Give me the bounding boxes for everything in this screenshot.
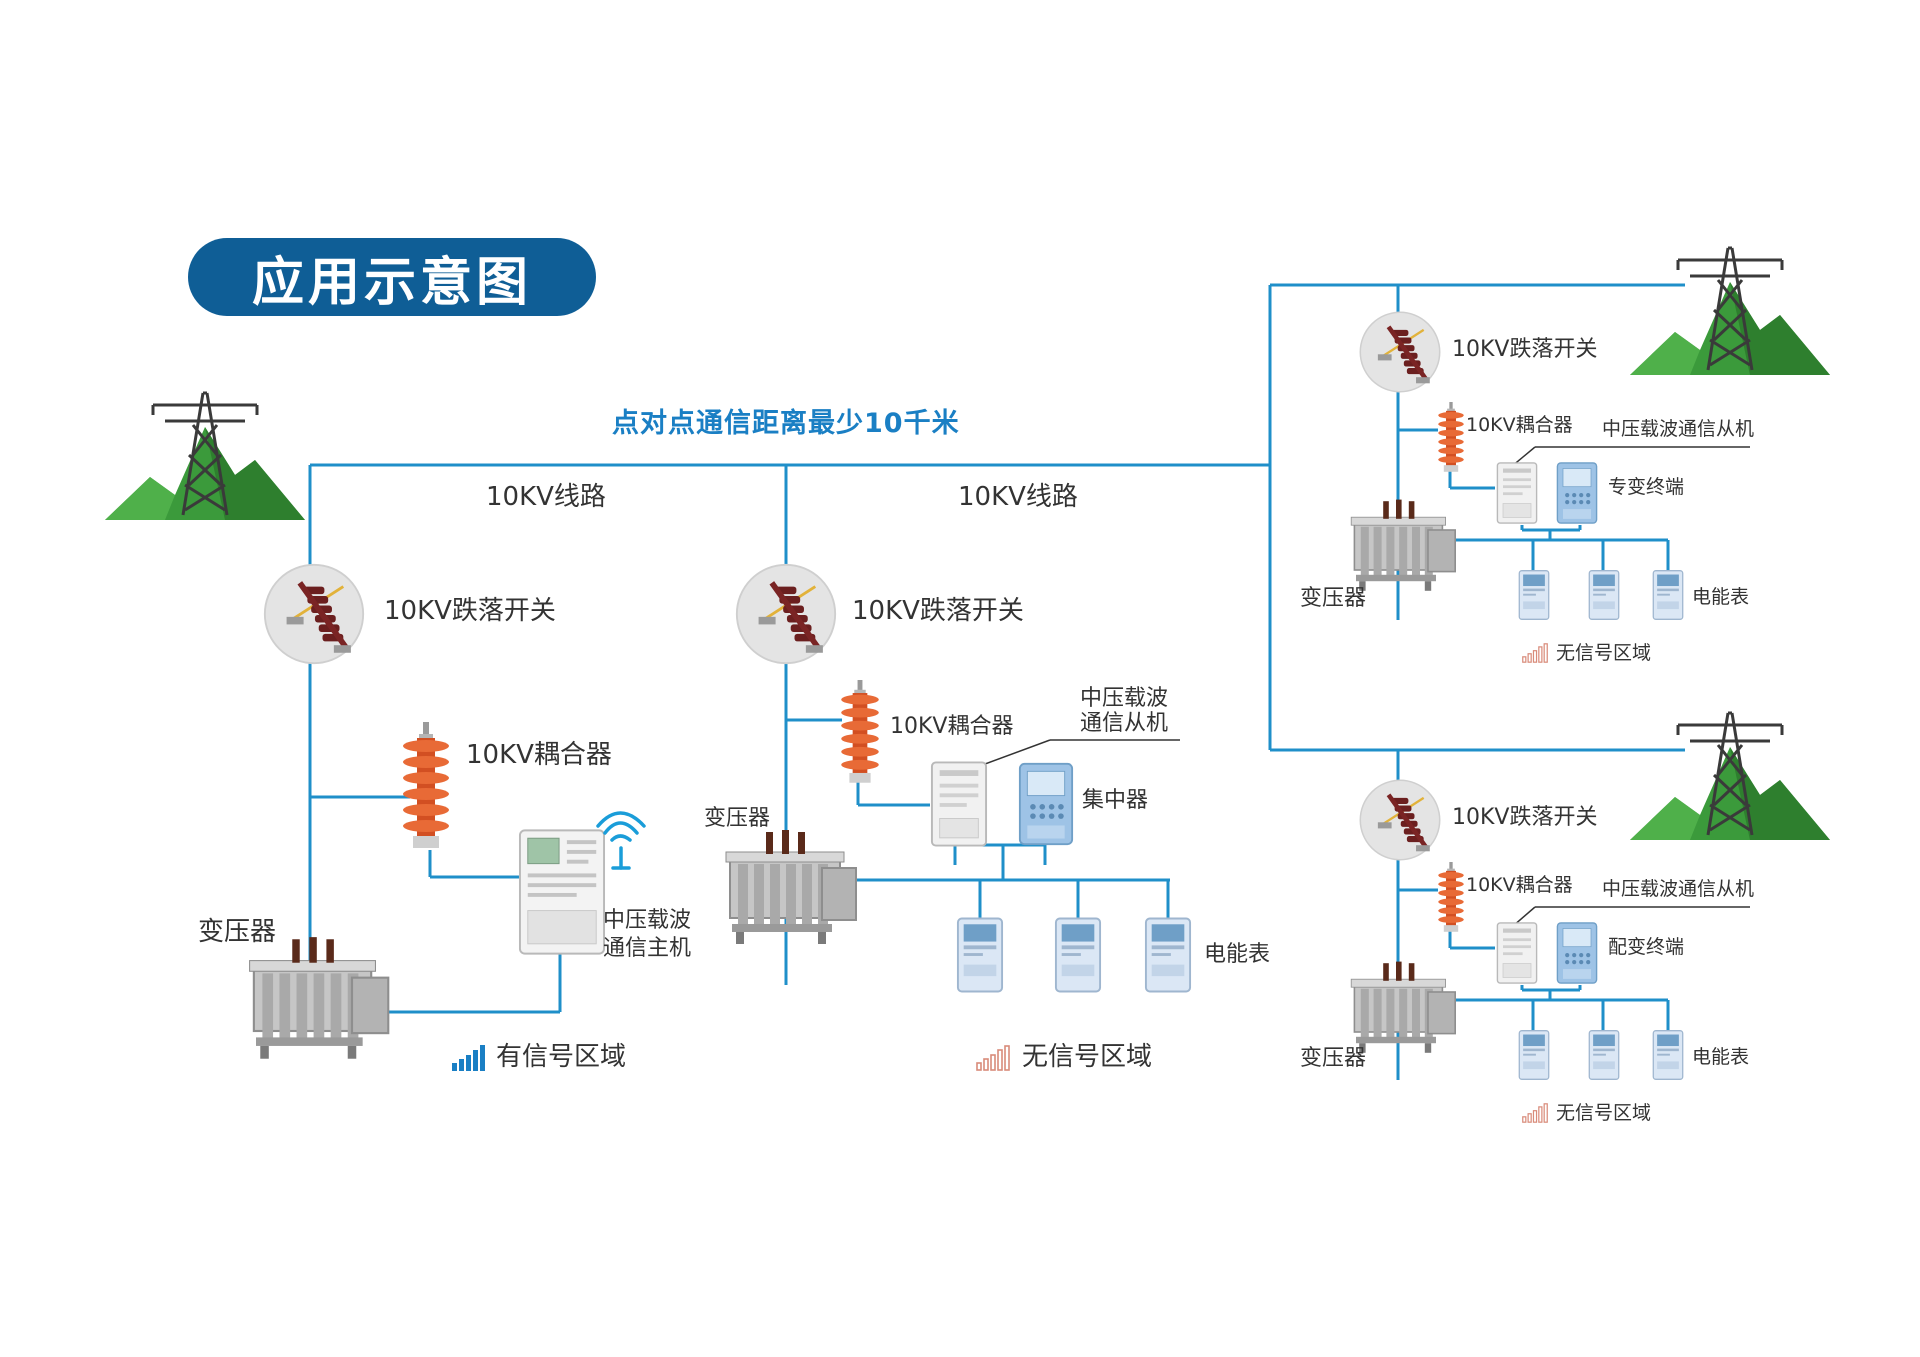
carrier-host-device	[518, 829, 606, 955]
left-transformer-label: 变压器	[198, 917, 277, 947]
right-bottom-transformer-label: 变压器	[1300, 1046, 1367, 1071]
surge-arrester-icon	[841, 680, 879, 783]
surge-arrester-icon	[1438, 862, 1464, 932]
right-top-coupler-label: 10KV耦合器	[1466, 414, 1573, 436]
energy-meter-icon	[956, 917, 1004, 993]
right-top-meter-label: 电能表	[1692, 586, 1750, 608]
right-bottom-zone-label: 无信号区域	[1556, 1102, 1652, 1124]
right-bottom-meter-label: 电能表	[1692, 1046, 1750, 1068]
surge-arrester-icon	[1438, 402, 1464, 472]
middle-coupler-label: 10KV耦合器	[890, 714, 1014, 739]
left-host-label-line1: 中压载波	[603, 908, 692, 933]
energy-meter-icon	[1588, 1030, 1620, 1080]
wifi-icon	[596, 811, 646, 870]
terminal-device	[1556, 462, 1598, 524]
energy-meter-icon	[1588, 570, 1620, 620]
drop-out-fuse-icon	[265, 565, 363, 663]
concentrator-device	[1018, 762, 1074, 846]
right-bottom-switch-label: 10KV跌落开关	[1452, 805, 1598, 830]
signal-bars-icon	[452, 1045, 485, 1071]
transformer-icon	[1350, 960, 1456, 1054]
energy-meter-icon	[1144, 917, 1192, 993]
page-title: 应用示意图	[188, 238, 596, 316]
energy-meter-icon	[1054, 917, 1102, 993]
right-top-zone-label: 无信号区域	[1556, 642, 1652, 664]
drop-out-fuse-icon	[1360, 312, 1439, 391]
middle-slave-label-line1: 中压载波	[1080, 686, 1169, 711]
carrier-slave-device	[930, 761, 988, 847]
middle-meter-label: 电能表	[1204, 942, 1271, 967]
energy-meter-icon	[1518, 570, 1550, 620]
middle-transformer-label: 变压器	[704, 806, 771, 831]
carrier-slave-device	[1496, 462, 1538, 524]
left-zone-label: 有信号区域	[496, 1042, 627, 1072]
callout-lines	[984, 446, 1750, 934]
transformer-icon	[725, 829, 857, 945]
concentrator-label: 集中器	[1082, 788, 1149, 813]
right-top-slave-label: 中压载波通信从机	[1602, 418, 1755, 440]
energy-meter-icon	[1652, 1030, 1684, 1080]
line-label-middle: 10KV线路	[958, 482, 1078, 512]
right-bottom-coupler-label: 10KV耦合器	[1466, 874, 1573, 896]
distance-headline: 点对点通信距离最少10千米	[612, 408, 960, 439]
drop-out-fuse-icon	[1360, 780, 1439, 859]
energy-meter-icon	[1518, 1030, 1550, 1080]
pylon-icon	[105, 391, 305, 522]
middle-switch-label: 10KV跌落开关	[852, 596, 1024, 626]
no-signal-icon	[1522, 1103, 1548, 1123]
drop-out-fuse-icon	[737, 565, 835, 663]
right-top-terminal-label: 专变终端	[1608, 476, 1685, 498]
pylon-icon	[1630, 711, 1830, 842]
energy-meter-icon	[1652, 570, 1684, 620]
transformer-icon	[1350, 498, 1456, 592]
pylon-icon	[1630, 246, 1830, 377]
right-bottom-slave-label: 中压载波通信从机	[1602, 878, 1755, 900]
right-bottom-terminal-label: 配变终端	[1608, 936, 1685, 958]
transformer-icon	[248, 936, 390, 1060]
left-host-label-line2: 通信主机	[603, 936, 692, 961]
line-label-left: 10KV线路	[486, 482, 606, 512]
middle-zone-label: 无信号区域	[1022, 1042, 1153, 1072]
terminal-device	[1556, 922, 1598, 984]
left-coupler-label: 10KV耦合器	[466, 740, 612, 770]
right-top-transformer-label: 变压器	[1300, 586, 1367, 611]
surge-arrester-icon	[403, 722, 449, 848]
left-switch-label: 10KV跌落开关	[384, 596, 556, 626]
right-top-switch-label: 10KV跌落开关	[1452, 337, 1598, 362]
no-signal-icon	[1522, 643, 1548, 663]
no-signal-icon	[976, 1045, 1010, 1071]
carrier-slave-device	[1496, 922, 1538, 984]
middle-slave-label-line2: 通信从机	[1080, 711, 1169, 736]
